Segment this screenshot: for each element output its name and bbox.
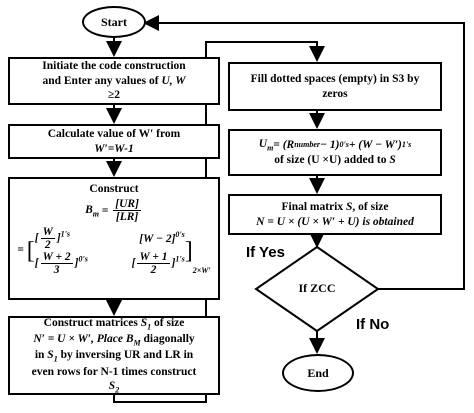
end-terminal: End [282, 354, 354, 392]
s1-sub: 1 [147, 322, 152, 332]
matrices-line1: Construct matrices S1 of size [44, 316, 185, 332]
fill-line2: zeros [322, 87, 348, 100]
construct-title: Construct [89, 183, 139, 195]
final-box: Final matrix S, of size N = U × (U × W′ … [228, 194, 442, 235]
final-line2: N = U × (U × W′ + U) is obtained [256, 215, 414, 228]
s1-sub-2: 1 [53, 354, 58, 364]
matrix-equals: = [17, 244, 27, 257]
end-label: End [307, 365, 329, 380]
bm-fraction: [UR] [LR] [113, 198, 141, 223]
bm-definition: Bm = [UR] [LR] [85, 198, 143, 223]
final-line1c: , of size [352, 201, 389, 214]
matrices-line3a: in [34, 349, 45, 362]
bM-letter: B [125, 333, 134, 346]
init-line1: Initiate the code construction [42, 60, 186, 73]
r1c2: [W − 2]0's [139, 230, 185, 246]
um-sub: m [267, 143, 274, 153]
um-symbol: Um [259, 137, 274, 153]
final-line1a: Final matrix [281, 201, 344, 214]
matrices-line3d: by inversing UR and LR in [60, 349, 194, 362]
s1-letter-2: S [47, 349, 54, 362]
r1c2-exp: 0's [175, 229, 185, 239]
r1c1-num: W [40, 225, 55, 239]
matrices-box: Construct matrices S1 of size N′ = U × W… [8, 316, 220, 395]
init-box: Initiate the code construction and Enter… [8, 57, 220, 105]
um-letter: U [258, 138, 268, 151]
bM-sub: M [133, 338, 141, 348]
r2c1-exp: 0's [78, 254, 88, 263]
fill-line1: Fill dotted spaces (empty) in S3 by [250, 73, 420, 86]
bm-letter: B [85, 203, 93, 216]
r1c2-text: [W − 2] [139, 232, 176, 245]
matrices-line2d: diagonally [143, 333, 195, 346]
s1-symbol: S1 [140, 316, 152, 332]
matrices-line1d: of size [154, 316, 185, 329]
matrices-line4: even rows for N-1 times construct [31, 365, 197, 378]
um-exp1: 0's [339, 140, 349, 150]
if-no-label: If No [356, 316, 390, 333]
um-plus: + (W − W′) [348, 139, 402, 152]
bm-subscript: m [92, 209, 99, 219]
decision-label: If ZCC [298, 281, 336, 295]
um-exp2: 1's [401, 140, 412, 150]
init-line2b: U, W [161, 74, 186, 87]
matrices-line1a: Construct matrices [43, 316, 138, 329]
start-terminal: Start [82, 6, 146, 38]
um-eq: = (R [273, 139, 295, 152]
r1c1-exp: 1's [60, 228, 71, 238]
um-line2: of size (U ×U) added to S [274, 153, 396, 167]
s2-letter: S [108, 379, 116, 392]
s1-letter: S [140, 316, 148, 329]
s2-symbol: S2 [109, 379, 119, 395]
r2c2-exp: 1's [175, 254, 185, 263]
um-line2b: S [389, 154, 396, 167]
um-rest: − 1) [320, 139, 340, 152]
s1-symbol-2: S1 [47, 349, 58, 364]
arrow-loop-to-start [143, 15, 465, 290]
matrix-open-bracket: [ [26, 237, 35, 264]
calc-line2: W′=W-1 [94, 142, 134, 155]
um-line2a: of size (U ×U) added to [274, 154, 387, 167]
ur-block: [UR] [113, 198, 141, 212]
init-line2: and Enter any values of U, W [42, 74, 185, 88]
s2-sub: 2 [115, 385, 120, 395]
matrices-line2: N′ = U × W′, Place BM diagonally [33, 332, 194, 348]
calc-box: Calculate value of W′ from W′=W-1 [8, 124, 220, 159]
bM-symbol: BM [125, 333, 141, 348]
matrices-line2a: N′ = U × W′, Place [33, 333, 123, 346]
r2c2-num: W + 1 [137, 250, 170, 264]
bm-equals: = [98, 204, 112, 217]
r1c1-den: 2 [44, 238, 51, 251]
matrices-line3: in S1 by inversing UR and LR in [35, 348, 193, 364]
init-line3: ≥2 [107, 89, 121, 102]
fill-box: Fill dotted spaces (empty) in S3 by zero… [228, 62, 442, 111]
init-line2a: and Enter any values of [42, 74, 159, 87]
r2c2-den: 2 [150, 263, 157, 276]
bm-symbol: Bm [85, 203, 99, 219]
lr-block: [LR] [115, 211, 139, 224]
matrix-size: 2×W′ [192, 265, 211, 275]
if-yes-label: If Yes [246, 244, 285, 261]
final-line1: Final matrix S, of size [281, 200, 388, 214]
calc-line1: Calculate value of W′ from [47, 128, 181, 141]
matrix-close-bracket: ] [184, 237, 193, 264]
final-line1b: S [346, 201, 353, 214]
r2c1-num: W + 2 [40, 250, 73, 264]
um-rsub: number [294, 140, 321, 150]
start-label: Start [101, 14, 127, 29]
r2c1-den: 3 [53, 263, 60, 276]
